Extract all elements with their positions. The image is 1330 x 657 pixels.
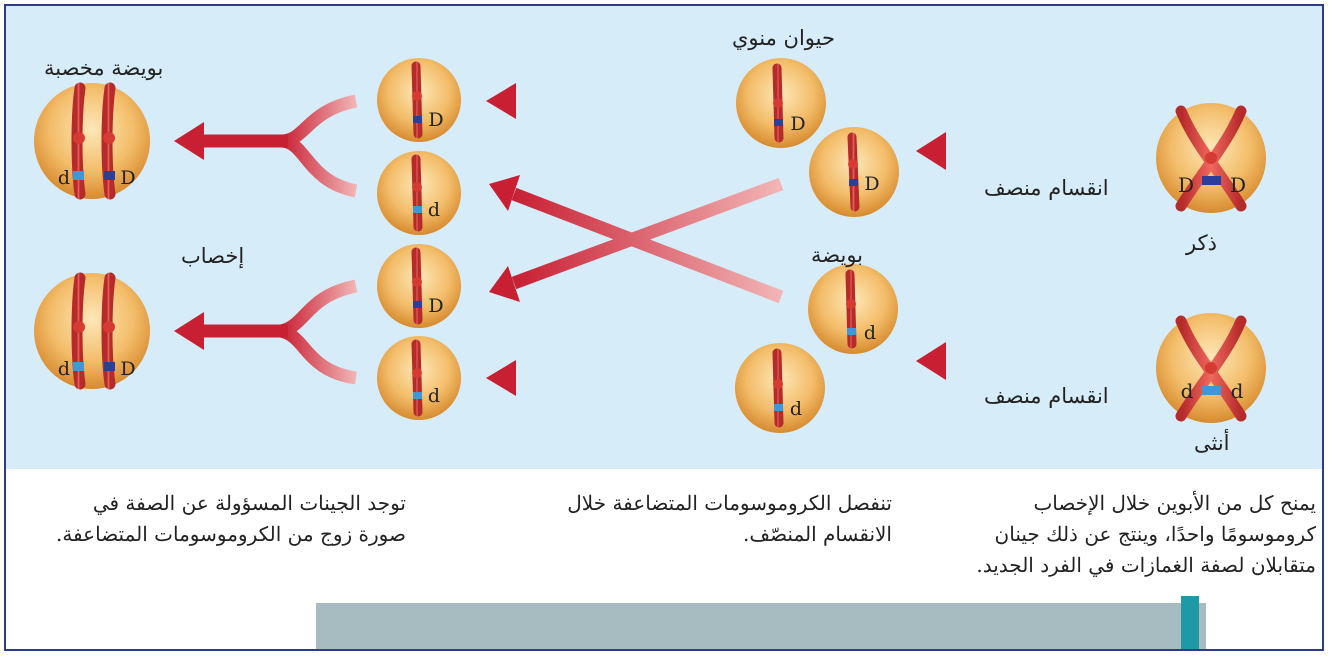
allele-label: d <box>428 385 440 407</box>
egg-arrow-cross <box>511 187 784 304</box>
sperm-arrowhead-cross <box>489 266 520 302</box>
arrows <box>174 83 1134 396</box>
fertilization-arrowhead-bottom <box>174 312 204 350</box>
recessive-band <box>1211 386 1221 395</box>
meiosis-arrowhead-top <box>916 132 946 170</box>
allele-label: D <box>120 167 135 189</box>
egg-cell-1: d <box>808 264 898 354</box>
egg-arrowhead-cross <box>489 175 520 211</box>
sperm-arrow-cross <box>511 177 784 290</box>
inheritance-diagram: D D d d D D <box>34 58 1266 433</box>
allele-label: d <box>58 167 70 189</box>
gamete-pair-1-egg: d <box>377 151 461 235</box>
gray-band-decoration <box>316 603 1206 649</box>
meiosis-arrowhead-bottom <box>916 342 946 380</box>
label-meiosis-top: انقسام منصف <box>984 176 1109 200</box>
female-parent-cell: d d <box>1156 313 1266 423</box>
allele-label: D <box>428 109 443 131</box>
gamete-pair-2-egg: d <box>377 336 461 420</box>
dominant-band <box>1211 176 1221 185</box>
label-fertilization: إخصاب <box>181 244 245 268</box>
zygote-bottom: d D <box>34 272 150 390</box>
gamete-pair-2-sperm: D <box>377 244 461 328</box>
fertilization-fork-bottom <box>279 279 358 385</box>
fertilization-arrowhead-top <box>174 122 204 160</box>
label-female: أنثى <box>1194 431 1230 455</box>
fertilization-fork-top <box>280 94 358 198</box>
allele-label: d <box>1181 379 1194 403</box>
sperm-cell-2: D <box>809 127 899 217</box>
allele-label: d <box>790 398 802 420</box>
egg-cell-2: d <box>735 343 825 433</box>
allele-label: D <box>120 358 135 380</box>
egg-arrowhead-straight <box>486 360 516 396</box>
allele-label: d <box>58 358 70 380</box>
label-egg: بويضة <box>811 243 864 267</box>
allele-label: d <box>428 199 440 221</box>
allele-label: d <box>1231 379 1244 403</box>
caption-right: يمنح كل من الأبوين خلال الإخصاب كروموسوم… <box>976 491 1316 577</box>
label-fertilized-egg: بويضة مخصبة <box>44 56 164 80</box>
teal-accent-decoration <box>1181 596 1199 649</box>
allele-label: D <box>790 113 805 135</box>
allele-label: D <box>428 295 443 317</box>
allele-label: D <box>1230 173 1246 197</box>
allele-label: d <box>864 322 876 344</box>
allele-label: D <box>864 173 879 195</box>
caption-middle: تنفصل الكروموسومات المتضاعفة خلال الانقس… <box>567 491 892 546</box>
label-sperm: حيوان منوي <box>732 26 835 50</box>
sperm-arrowhead-straight <box>486 83 516 119</box>
dominant-band <box>1202 176 1212 185</box>
male-parent-cell: D D <box>1156 103 1266 213</box>
label-meiosis-bottom: انقسام منصف <box>984 384 1109 408</box>
diagram-frame: D D d d D D <box>4 4 1324 651</box>
caption-left: توجد الجينات المسؤولة عن الصفة في صورة ز… <box>55 491 406 546</box>
label-male: ذكر <box>1186 231 1217 255</box>
gamete-pair-1-sperm: D <box>377 58 461 142</box>
recessive-band <box>1202 386 1212 395</box>
sperm-cell-1: D <box>736 58 826 148</box>
zygote-top: d D <box>34 82 150 200</box>
allele-label: D <box>1178 173 1194 197</box>
